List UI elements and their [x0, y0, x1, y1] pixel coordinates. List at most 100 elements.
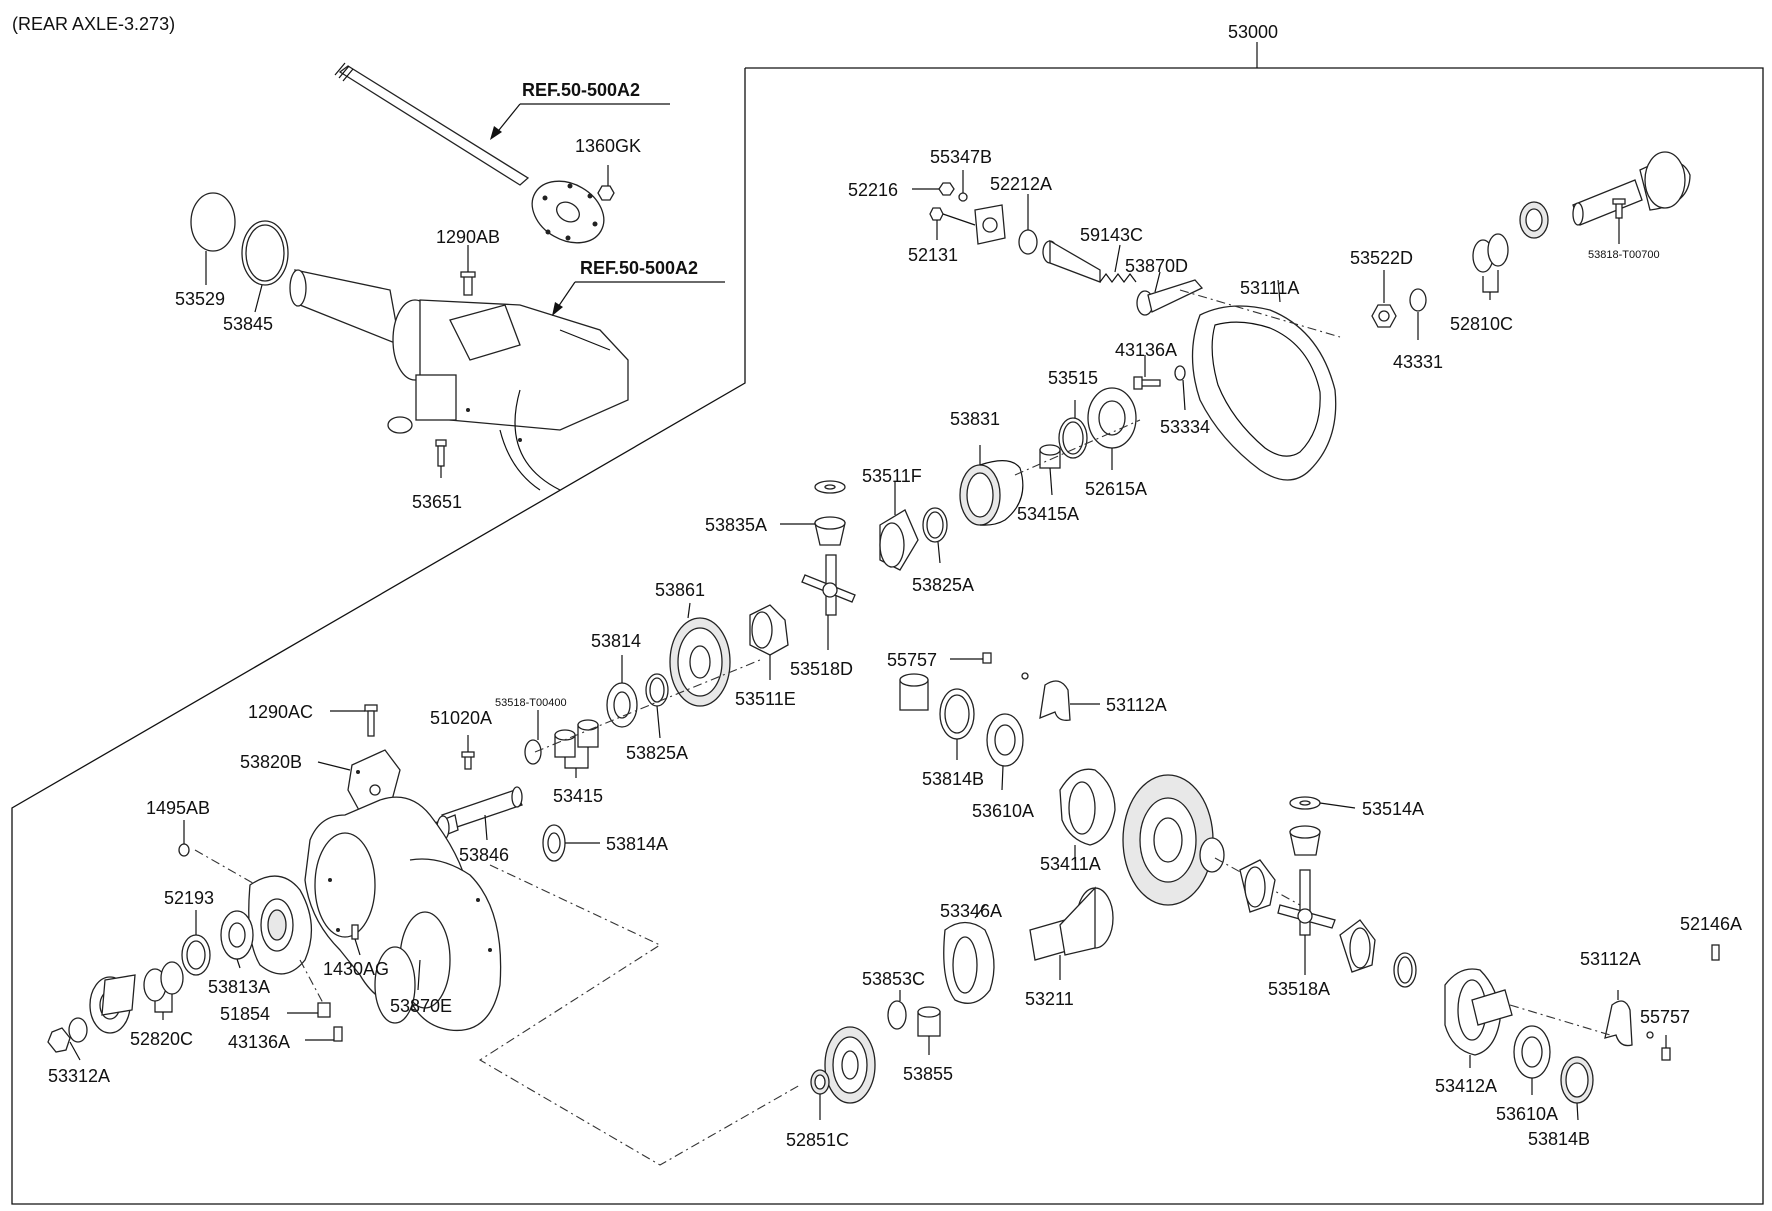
label-1495AB[interactable]: 1495AB	[146, 798, 210, 818]
label-1290AC[interactable]: 1290AC	[248, 702, 313, 722]
label-53112A-top[interactable]: 53112A	[1106, 695, 1167, 715]
part-1360GK[interactable]: 1360GK	[575, 136, 641, 201]
part-53814-bearing[interactable]: 53814	[591, 631, 641, 728]
part-53514A[interactable]: 53514A	[1289, 796, 1424, 819]
part-53518A-spider[interactable]: 53518A	[1268, 869, 1336, 999]
ref-label-shaft[interactable]: REF.50-500A2	[522, 80, 640, 100]
label-53853C[interactable]: 53853C	[862, 969, 925, 989]
part-53312A-nut[interactable]: 53312A	[47, 1017, 110, 1086]
part-53818-T00700[interactable]: 53818-T00700	[1588, 198, 1660, 261]
label-55757-bot[interactable]: 55757	[1640, 1007, 1690, 1027]
label-53820B[interactable]: 53820B	[240, 752, 302, 772]
label-53814B-mid[interactable]: 53814B	[922, 769, 984, 789]
part-53111A-cover[interactable]: 53111A	[1191, 278, 1337, 481]
part-52193-washer[interactable]: 52193	[164, 888, 214, 976]
part-53511F-gear[interactable]: 53511F	[862, 466, 922, 571]
part-59143C-spring[interactable]: 59143C	[1080, 225, 1143, 283]
label-52131[interactable]: 52131	[908, 245, 958, 265]
part-52216[interactable]: 52216	[848, 180, 955, 200]
part-43331[interactable]: 43331	[1393, 288, 1443, 372]
label-53870E[interactable]: 53870E	[390, 996, 452, 1016]
part-53610A-bottom[interactable]: 53610A	[1496, 1025, 1558, 1124]
part-52615A-bearing[interactable]: 52615A	[1085, 387, 1147, 499]
label-53870D[interactable]: 53870D	[1125, 256, 1188, 276]
label-53511F[interactable]: 53511F	[862, 466, 922, 486]
label-53814[interactable]: 53814	[591, 631, 641, 651]
part-53610A-mid[interactable]: 53610A	[972, 713, 1034, 821]
part-53515[interactable]: 53515	[1048, 368, 1098, 459]
part-53211-pinion[interactable]: 53211	[1025, 886, 1114, 1009]
assembly-label-53000[interactable]: 53000	[1228, 22, 1278, 42]
part-53522D[interactable]: 53522D	[1350, 248, 1413, 328]
part-53814B-mid[interactable]: 53814B	[922, 688, 984, 789]
part-53820B-actuator[interactable]: 53820B	[240, 749, 401, 813]
label-53825A[interactable]: 53825A	[626, 743, 688, 763]
label-43136A-bot[interactable]: 43136A	[228, 1032, 290, 1052]
label-53813A[interactable]: 53813A	[208, 977, 270, 997]
part-53814B-bottom[interactable]: 53814B	[1528, 1056, 1594, 1149]
label-53111A[interactable]: 53111A	[1240, 278, 1299, 298]
label-53855[interactable]: 53855	[903, 1064, 953, 1084]
part-53112A-top[interactable]: 53112A	[1021, 672, 1167, 721]
label-53831[interactable]: 53831	[950, 409, 1000, 429]
label-53825A-top[interactable]: 53825A	[912, 575, 974, 595]
part-53415A-bushing[interactable]: 53415A	[1017, 444, 1079, 524]
label-53514A[interactable]: 53514A	[1362, 799, 1424, 819]
label-43331[interactable]: 43331	[1393, 352, 1443, 372]
label-53835A[interactable]: 53835A	[705, 515, 767, 535]
part-53870D-lever[interactable]: 53870D	[1125, 256, 1204, 316]
label-53334[interactable]: 53334	[1160, 417, 1210, 437]
label-53412A[interactable]: 53412A	[1435, 1076, 1497, 1096]
part-51020A[interactable]: 51020A	[430, 708, 492, 770]
label-59143C[interactable]: 59143C	[1080, 225, 1143, 245]
label-53112A-bot[interactable]: 53112A	[1580, 949, 1641, 969]
part-53846-shaft[interactable]: 53846	[429, 786, 523, 865]
part-52131[interactable]: 52131	[908, 207, 976, 265]
part-53814A-bearing[interactable]: 53814A	[542, 824, 668, 862]
part-52820C-rings[interactable]: 52820C	[130, 961, 193, 1049]
part-43136A-bottom[interactable]: 43136A	[228, 1026, 343, 1052]
label-53845[interactable]: 53845	[223, 314, 273, 334]
part-53853C-ring[interactable]: 53853C	[862, 969, 925, 1030]
label-52216[interactable]: 52216	[848, 180, 898, 200]
label-55757-top[interactable]: 55757	[887, 650, 937, 670]
part-53518D-spider[interactable]: 53518D	[790, 554, 856, 679]
part-53870E[interactable]: 53870E	[390, 959, 452, 1016]
part-52212A[interactable]: 52212A	[974, 174, 1052, 255]
part-53831-ring[interactable]: 53831	[950, 409, 1024, 526]
label-53518A[interactable]: 53518A	[1268, 979, 1330, 999]
label-53518D[interactable]: 53518D	[790, 659, 853, 679]
part-53511E-gear[interactable]: 53511E	[735, 604, 796, 709]
part-53825A-top-washer[interactable]: 53825A	[912, 507, 974, 595]
part-1495AB[interactable]: 1495AB	[146, 798, 210, 857]
label-51020A[interactable]: 51020A	[430, 708, 492, 728]
part-1290AB[interactable]: 1290AB	[436, 227, 500, 296]
part-43136A-top[interactable]: 43136A	[1115, 340, 1177, 390]
label-53415A[interactable]: 53415A	[1017, 504, 1079, 524]
part-55757-bottom[interactable]: 55757	[1640, 1007, 1690, 1061]
label-53415[interactable]: 53415	[553, 786, 603, 806]
part-53651[interactable]: 53651	[412, 439, 462, 512]
label-53861[interactable]: 53861	[655, 580, 705, 600]
label-53511E[interactable]: 53511E	[735, 689, 796, 709]
part-53813A-bearing[interactable]: 53813A	[208, 910, 270, 997]
part-55757-top[interactable]: 55757	[887, 650, 992, 670]
label-53529[interactable]: 53529	[175, 289, 225, 309]
label-52193[interactable]: 52193	[164, 888, 214, 908]
part-53845-ring[interactable]: 53845	[223, 220, 289, 334]
label-53610A-bot[interactable]: 53610A	[1496, 1104, 1558, 1124]
label-53610A-mid[interactable]: 53610A	[972, 801, 1034, 821]
part-55347B[interactable]: 55347B	[930, 147, 992, 202]
label-53651[interactable]: 53651	[412, 492, 462, 512]
part-53825A-washer[interactable]: 53825A	[626, 673, 688, 763]
label-53515[interactable]: 53515	[1048, 368, 1098, 388]
part-53529-snap-ring[interactable]: 53529	[175, 192, 236, 309]
part-53334[interactable]: 53334	[1160, 365, 1210, 437]
label-52146A[interactable]: 52146A	[1680, 914, 1742, 934]
part-1290AC[interactable]: 1290AC	[248, 702, 378, 737]
part-53855-bushing[interactable]: 53855	[903, 1006, 953, 1084]
label-55347B[interactable]: 55347B	[930, 147, 992, 167]
part-53415-bushings[interactable]: 53415	[553, 719, 603, 806]
part-52810C[interactable]: 52810C	[1450, 233, 1513, 334]
part-53112A-bottom[interactable]: 53112A	[1580, 949, 1641, 1047]
